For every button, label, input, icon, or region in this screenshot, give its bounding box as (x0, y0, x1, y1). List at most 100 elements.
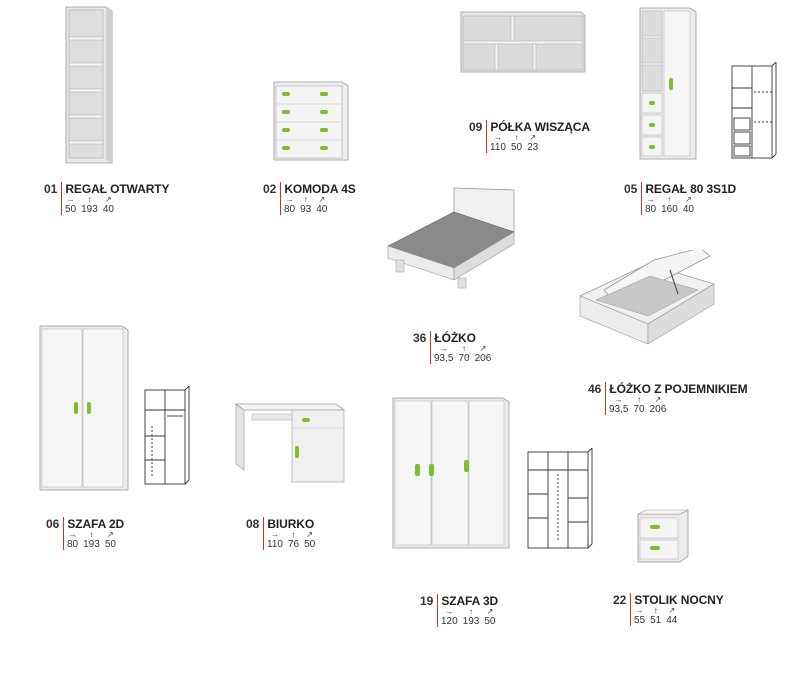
arrow-up-icon: ↑ (469, 607, 474, 616)
arrow-right-icon: → (646, 195, 655, 204)
arrow-right-icon: → (445, 607, 454, 616)
item-number: 08 (246, 517, 260, 531)
arrow-right-icon: → (635, 606, 644, 615)
arrow-diagonal-icon: ↗ (107, 530, 114, 539)
wardrobe-2-doors-image (39, 325, 129, 491)
dim-width: 50 (65, 204, 77, 215)
item-name: REGAŁ 80 3S1D (641, 182, 736, 196)
arrow-diagonal-icon: ↗ (529, 133, 536, 142)
dim-depth: 40 (102, 204, 114, 215)
arrow-up-icon: ↑ (303, 195, 308, 204)
item-name: KOMODA 4S (280, 182, 356, 196)
desk-image (234, 403, 346, 483)
item-name: BIURKO (263, 517, 314, 531)
arrow-diagonal-icon: ↗ (486, 607, 494, 616)
item-name: SZAFA 2D (63, 517, 124, 531)
dim-depth: 206 (474, 353, 492, 364)
dim-height: 51 (650, 615, 662, 626)
dim-depth: 44 (666, 615, 678, 626)
item-name: ŁÓŻKO (430, 331, 476, 345)
wardrobe-3d-line-drawing-image (527, 448, 593, 549)
item-number: 09 (469, 120, 483, 134)
arrow-right-icon: → (68, 530, 77, 539)
dim-height: 50 (510, 142, 523, 153)
dim-width: 93,5 (434, 353, 454, 364)
bookcase-open-image (65, 6, 113, 164)
dim-height: 160 (661, 204, 678, 215)
dim-width: 80 (284, 204, 296, 215)
dim-depth: 23 (527, 142, 539, 153)
arrow-right-icon: → (66, 195, 75, 204)
dim-height: 193 (462, 616, 480, 627)
arrow-diagonal-icon: ↗ (654, 395, 662, 404)
dim-depth: 40 (316, 204, 328, 215)
dim-depth: 50 (484, 616, 496, 627)
bookcase-3-drawers-1-door-image (639, 7, 697, 160)
arrow-diagonal-icon: ↗ (479, 344, 487, 353)
item-number: 19 (420, 594, 434, 608)
item-number: 06 (46, 517, 60, 531)
wall-shelf-image (460, 11, 586, 73)
wardrobe-3-doors-image (392, 397, 510, 549)
arrow-right-icon: → (493, 133, 502, 142)
dim-width: 93,5 (609, 404, 629, 415)
arrow-up-icon: ↑ (514, 133, 519, 142)
bookcase-line-drawing-image (731, 62, 777, 159)
nightstand-image (637, 509, 689, 563)
dim-width: 110 (490, 142, 506, 153)
dim-width: 120 (441, 616, 458, 627)
bed-with-storage-image (579, 250, 715, 345)
item-number: 01 (44, 182, 58, 196)
item-number: 05 (624, 182, 638, 196)
dim-width: 110 (267, 539, 283, 550)
dim-height: 76 (287, 539, 300, 550)
arrow-up-icon: ↑ (667, 195, 672, 204)
arrow-right-icon: → (439, 344, 448, 353)
item-number: 46 (588, 382, 602, 396)
dim-depth: 50 (304, 539, 316, 550)
dim-height: 93 (300, 204, 312, 215)
item-number: 22 (613, 593, 627, 607)
dim-width: 55 (634, 615, 646, 626)
dim-depth: 40 (682, 204, 694, 215)
dim-width: 80 (67, 539, 79, 550)
arrow-diagonal-icon: ↗ (306, 530, 313, 539)
arrow-up-icon: ↑ (653, 606, 658, 615)
arrow-up-icon: ↑ (462, 344, 467, 353)
dresser-4-drawers-image (273, 81, 349, 161)
arrow-up-icon: ↑ (89, 530, 94, 539)
arrow-right-icon: → (614, 395, 623, 404)
dim-height: 70 (458, 353, 470, 364)
bed-image (387, 187, 515, 289)
item-name: REGAŁ OTWARTY (61, 182, 169, 196)
dim-width: 80 (645, 204, 657, 215)
dim-depth: 206 (649, 404, 667, 415)
dim-height: 193 (83, 539, 100, 550)
arrow-diagonal-icon: ↗ (685, 195, 692, 204)
item-name: STOLIK NOCNY (630, 593, 724, 607)
arrow-diagonal-icon: ↗ (105, 195, 112, 204)
arrow-diagonal-icon: ↗ (318, 195, 326, 204)
item-name: ŁÓŻKO Z POJEMNIKIEM (605, 382, 748, 396)
arrow-up-icon: ↑ (291, 530, 296, 539)
dim-height: 193 (81, 204, 98, 215)
arrow-up-icon: ↑ (87, 195, 92, 204)
dim-height: 70 (633, 404, 645, 415)
arrow-up-icon: ↑ (637, 395, 642, 404)
dim-depth: 50 (104, 539, 116, 550)
item-name: SZAFA 3D (437, 594, 498, 608)
wardrobe-2d-line-drawing-image (144, 386, 190, 485)
item-name: PÓŁKA WISZĄCA (486, 120, 590, 134)
item-number: 02 (263, 182, 277, 196)
arrow-right-icon: → (270, 530, 279, 539)
